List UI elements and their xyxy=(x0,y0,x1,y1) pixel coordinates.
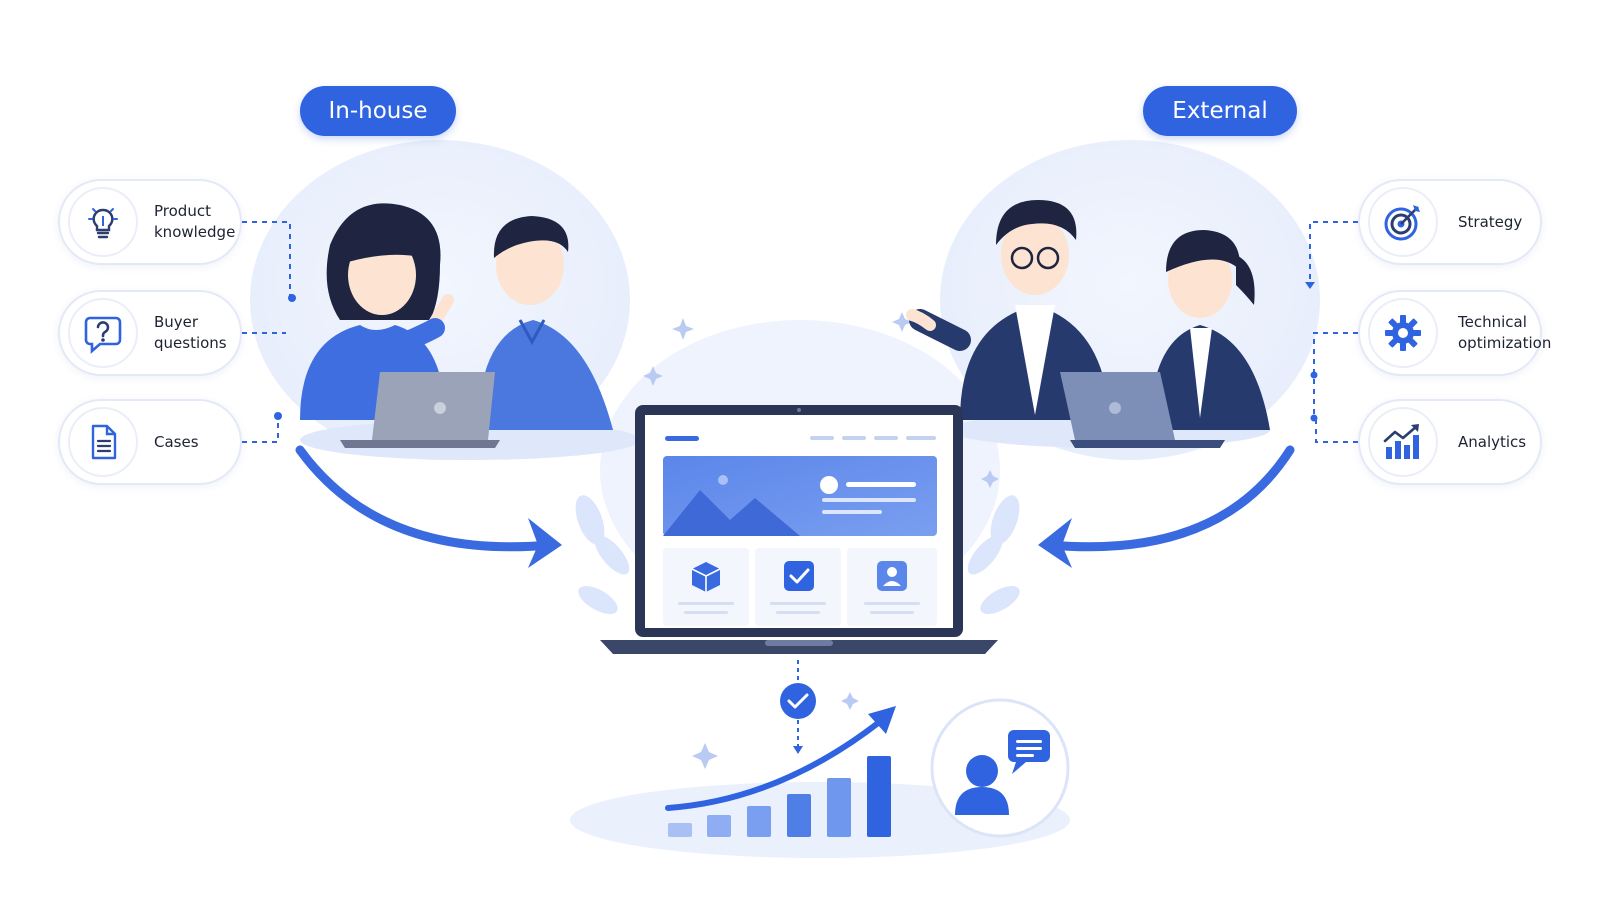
bar-chart-icon xyxy=(1368,407,1438,477)
check-badge-icon xyxy=(780,683,816,719)
in-house-item-buyer-questions: Buyer questions xyxy=(58,290,242,376)
external-item-technical-optimization: Technical optimization xyxy=(1358,290,1551,376)
in-house-title: In-house xyxy=(300,86,456,136)
external-item-analytics: Analytics xyxy=(1358,399,1542,485)
external-title: External xyxy=(1143,86,1297,136)
item-label: Analytics xyxy=(1458,432,1527,451)
item-label: Technical optimization xyxy=(1458,313,1552,352)
document-icon xyxy=(68,407,138,477)
item-label: Buyer questions xyxy=(154,313,227,352)
lightbulb-icon xyxy=(68,187,138,257)
item-label: Cases xyxy=(154,432,199,451)
item-label: Strategy xyxy=(1458,212,1523,231)
in-house-flow-arrow xyxy=(295,445,555,552)
external-item-strategy: Strategy xyxy=(1358,179,1542,265)
in-house-connectors xyxy=(242,221,291,443)
question-bubble-icon xyxy=(68,298,138,368)
sparkle-decorations xyxy=(643,312,999,769)
in-house-item-cases: Cases xyxy=(58,399,242,485)
gear-icon xyxy=(1368,298,1438,368)
external-flow-arrow xyxy=(1045,445,1295,552)
customer-chat-icon xyxy=(930,698,1070,838)
website-laptop xyxy=(600,405,998,654)
in-house-item-product-knowledge: Product knowledge xyxy=(58,179,242,265)
item-label: Product knowledge xyxy=(154,202,236,241)
leaf-decorations xyxy=(575,495,1020,614)
growth-bar-chart-icon xyxy=(665,706,896,837)
external-team-people xyxy=(906,200,1270,448)
in-house-team-people xyxy=(300,203,640,460)
external-connectors xyxy=(1309,221,1358,443)
target-icon xyxy=(1368,187,1438,257)
